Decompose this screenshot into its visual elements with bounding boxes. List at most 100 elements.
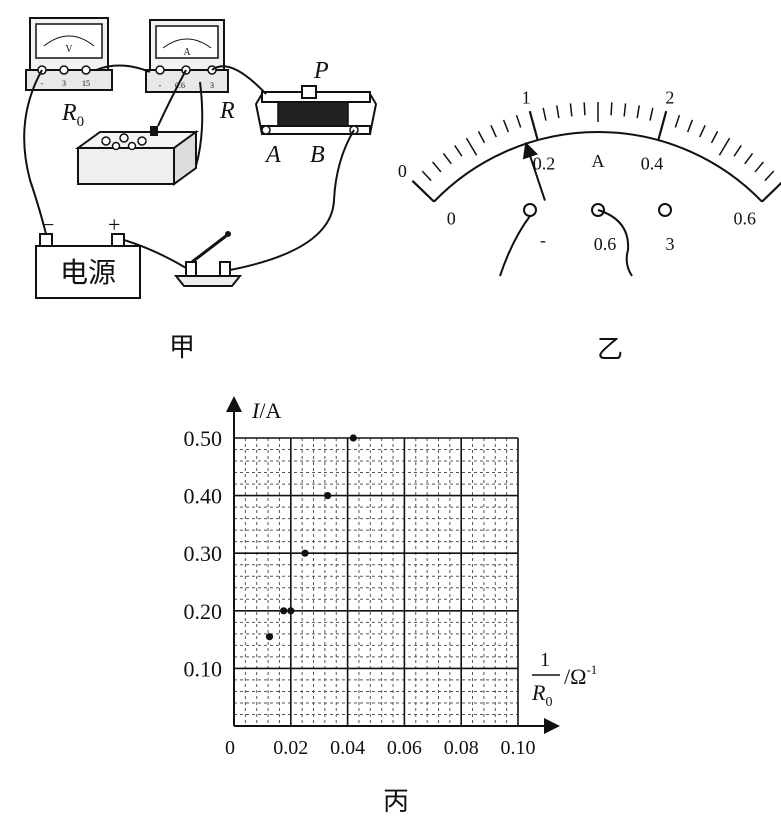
major-grid bbox=[233, 437, 519, 727]
figure-label-jia: 甲 bbox=[169, 333, 195, 363]
figure-label-bing: 丙 bbox=[383, 787, 409, 817]
data-point bbox=[324, 492, 332, 500]
switch bbox=[173, 231, 243, 287]
dial-outer-label: 2 bbox=[665, 88, 674, 108]
y-tick-label: 0.20 bbox=[184, 599, 223, 624]
dial-tick bbox=[649, 107, 654, 121]
dial-tick bbox=[411, 179, 435, 203]
switch-handle-icon bbox=[225, 231, 231, 237]
power-source: 电源 − + bbox=[35, 212, 141, 299]
dial-tick bbox=[421, 170, 432, 182]
dial-tick bbox=[674, 114, 681, 128]
rheostat: P R A B bbox=[219, 58, 378, 168]
data-point bbox=[349, 434, 357, 442]
resistance-box-label: R0 bbox=[61, 100, 84, 130]
dial-terminals: - 0.6 3 bbox=[499, 203, 675, 277]
x-axis-label-unit: /Ω-1 bbox=[564, 662, 597, 689]
dial-outer-label: 1 bbox=[522, 88, 531, 108]
ammeter: A - 0.6 3 bbox=[145, 19, 229, 93]
y-axis-label: I/A bbox=[251, 398, 281, 423]
dial-tick bbox=[710, 131, 719, 144]
dial-tick bbox=[583, 102, 586, 116]
dial-terminal-label: - bbox=[540, 230, 546, 250]
dial-arc bbox=[433, 131, 763, 203]
dial-tick bbox=[432, 161, 442, 173]
voltmeter-terminal-label: - bbox=[41, 79, 44, 88]
dial-tick bbox=[465, 137, 478, 156]
dial-tick bbox=[744, 152, 754, 165]
voltmeter-symbol: V bbox=[65, 44, 73, 55]
dial-tick bbox=[477, 131, 486, 144]
slider-label: P bbox=[313, 58, 329, 84]
dial-tick bbox=[754, 161, 764, 173]
dial-tick bbox=[556, 105, 560, 119]
terminal-b-label: B bbox=[310, 142, 325, 168]
rheostat-label: R bbox=[219, 98, 235, 124]
dial-inner-label: 0.6 bbox=[733, 208, 756, 228]
data-points bbox=[265, 434, 357, 641]
figure-label-yi: 乙 bbox=[597, 335, 623, 365]
dial-tick bbox=[764, 170, 775, 182]
dial-tick bbox=[761, 181, 781, 203]
dial-tick bbox=[636, 105, 640, 119]
y-tick-label: 0.10 bbox=[184, 656, 223, 681]
x-tick-label: 0.10 bbox=[501, 737, 536, 759]
terminal-a-label: A bbox=[264, 142, 281, 168]
knob-icon bbox=[111, 141, 121, 151]
data-point bbox=[301, 549, 309, 557]
dial-tick bbox=[542, 107, 547, 121]
power-source-label: 电源 bbox=[60, 256, 116, 289]
dial-outer-label: 0 bbox=[398, 161, 407, 181]
positive-sign: + bbox=[108, 212, 120, 237]
dial-tick bbox=[733, 145, 742, 157]
circuit-diagram: V - 3 15 A - 0.6 3 bbox=[23, 17, 378, 363]
data-point bbox=[287, 607, 295, 615]
y-tick-labels: 0.10 0.20 0.30 0.40 0.50 bbox=[184, 426, 223, 681]
ammeter-terminal-label: - bbox=[159, 81, 162, 90]
resistance-box: R0 bbox=[61, 100, 200, 186]
x-axis-label-denominator: R0 bbox=[531, 680, 552, 710]
ammeter-terminal-label: 0.6 bbox=[175, 81, 185, 90]
knob-icon bbox=[119, 133, 129, 143]
voltmeter-terminal-label: 3 bbox=[62, 79, 66, 88]
x-axis-label-numerator: 1 bbox=[540, 649, 550, 671]
dial-tick bbox=[528, 110, 539, 141]
x-tick-label: 0.04 bbox=[330, 737, 365, 759]
knob-icon bbox=[127, 141, 137, 151]
wires bbox=[23, 64, 355, 271]
dial-terminal-label: 3 bbox=[666, 234, 675, 254]
dial-inner-label: 0.4 bbox=[641, 153, 664, 173]
origin-label: 0 bbox=[225, 737, 235, 759]
dial-inner-label: 0 bbox=[447, 208, 456, 228]
x-axis-label: 1 R0 /Ω-1 bbox=[531, 649, 597, 710]
terminal-icon bbox=[155, 65, 165, 75]
dial-tick bbox=[718, 137, 731, 156]
dial-labels: 012300.20.40.6 bbox=[398, 88, 756, 229]
voltmeter-terminal-label: 15 bbox=[82, 79, 90, 88]
x-tick-label: 0.06 bbox=[387, 737, 422, 759]
dial-tick bbox=[442, 152, 452, 165]
dial-needle bbox=[522, 141, 546, 201]
data-point bbox=[280, 607, 288, 615]
terminal-icon bbox=[81, 65, 91, 75]
terminal-icon bbox=[150, 126, 158, 136]
y-tick-label: 0.30 bbox=[184, 541, 223, 566]
dial-scale bbox=[411, 102, 781, 203]
x-tick-label: 0.08 bbox=[444, 737, 479, 759]
dial-tick bbox=[454, 145, 463, 157]
y-tick-label: 0.50 bbox=[184, 426, 223, 451]
ammeter-symbol: A bbox=[183, 47, 191, 58]
dial-tick bbox=[569, 103, 573, 117]
slider-icon bbox=[301, 85, 317, 99]
dial-tick bbox=[515, 114, 522, 128]
voltmeter: V - 3 15 bbox=[25, 17, 113, 91]
knob-icon bbox=[137, 136, 147, 146]
y-tick-label: 0.40 bbox=[184, 484, 223, 509]
dial-terminal-label: 0.6 bbox=[594, 234, 617, 254]
terminal-icon bbox=[59, 65, 69, 75]
data-point bbox=[265, 633, 274, 641]
dial-tick bbox=[657, 110, 668, 141]
